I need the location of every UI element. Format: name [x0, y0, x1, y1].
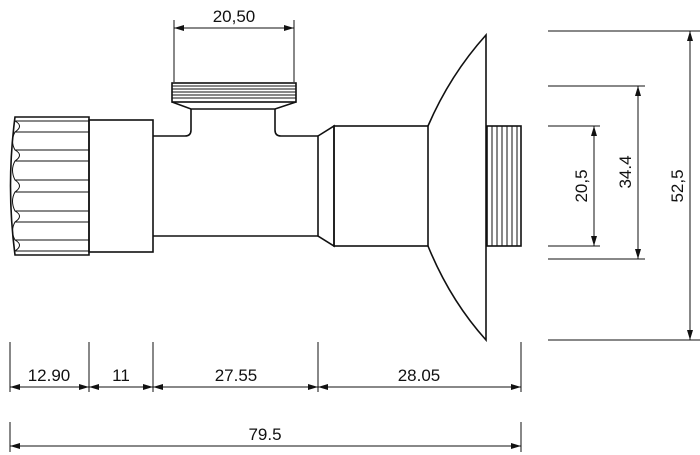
dim-cylinder: 34.4 [616, 86, 641, 259]
dim-label: 28.05 [398, 366, 441, 385]
cylinder [333, 125, 429, 247]
dim-cap-width: 20,50 [173, 7, 295, 82]
dim-label: 52,5 [668, 169, 687, 202]
taper [317, 124, 335, 248]
body-block [88, 119, 154, 253]
dim-seg-2: 11 [89, 366, 153, 390]
flange [427, 32, 487, 343]
pipe [153, 109, 318, 237]
dim-label: 20,50 [213, 7, 256, 26]
dim-label: 11 [112, 366, 130, 385]
dim-label: 79.5 [248, 425, 281, 444]
dim-seg-4: 28.05 [318, 366, 521, 390]
knob [9, 116, 90, 256]
extension-lines-right [548, 30, 700, 341]
dim-label: 20,5 [572, 169, 591, 202]
dim-seg-3: 27.55 [153, 366, 318, 390]
dim-label: 12.90 [28, 366, 71, 385]
dim-seg-1: 12.90 [10, 366, 89, 390]
dim-label: 27.55 [215, 366, 258, 385]
dim-outlet: 20,5 [572, 126, 597, 246]
dim-label: 34.4 [616, 155, 635, 188]
dim-total: 79.5 [10, 425, 521, 449]
valve-body [9, 32, 522, 343]
extension-lines-bottom [9, 342, 522, 452]
outlet-thread [486, 125, 522, 247]
cap [171, 82, 297, 110]
dim-flange: 52,5 [668, 31, 693, 340]
